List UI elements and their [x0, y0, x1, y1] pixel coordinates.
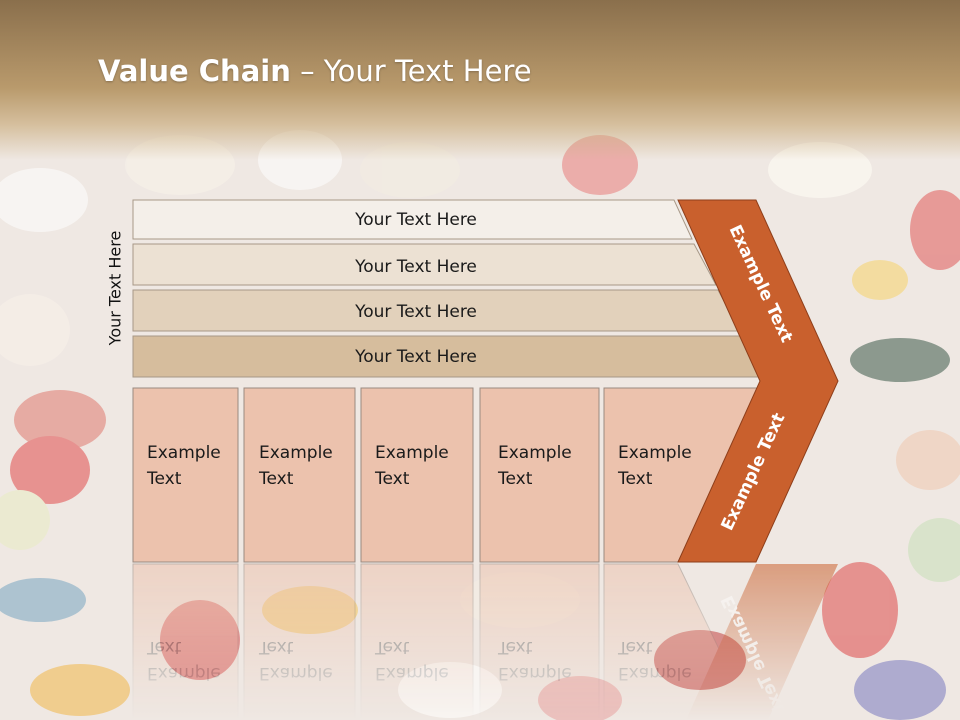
bar-1: Your Text Here [132, 199, 693, 240]
activity-box-4-line1: Example [498, 443, 572, 463]
reflection: Example Text Example Text Example Text E… [132, 563, 838, 720]
activity-box-1-line1: Example [147, 443, 221, 463]
reflection-box-3-line1: Example [375, 663, 449, 683]
bar-3-label: Your Text Here [354, 302, 477, 322]
title-bold: Value Chain [98, 54, 291, 88]
activity-box-2: Example Text [243, 387, 356, 563]
bar-4: Your Text Here [132, 335, 765, 378]
activity-box-3-line2: Text [374, 469, 410, 489]
activity-box-3: Example Text [360, 387, 474, 563]
activity-box-5-line2: Text [617, 469, 653, 489]
reflection-box-5-line2: Text [617, 637, 653, 657]
activity-box-1-line2: Text [146, 469, 182, 489]
reflection-box-4-line1: Example [498, 663, 572, 683]
activity-box-2-line1: Example [259, 443, 333, 463]
reflection-box-4-line2: Text [497, 637, 533, 657]
activity-box-3-line1: Example [375, 443, 449, 463]
bar-3: Your Text Here [132, 289, 741, 332]
bar-4-label: Your Text Here [354, 347, 477, 367]
margin-chevron: Example Text Example Text [677, 199, 839, 563]
reflection-box-1-line2: Text [146, 637, 182, 657]
activity-box-4: Example Text [479, 387, 600, 563]
reflection-box-5-line1: Example [618, 663, 692, 683]
reflection-box-2-line1: Example [259, 663, 333, 683]
title-rest: – Your Text Here [290, 54, 532, 88]
reflection-box-3-line2: Text [374, 637, 410, 657]
activity-box-5-line1: Example [618, 443, 692, 463]
slide-title: Value Chain – Your Text Here [98, 54, 532, 88]
reflection-box-1-line1: Example [147, 663, 221, 683]
activity-box-2-line2: Text [258, 469, 294, 489]
bar-2-label: Your Text Here [354, 257, 477, 277]
title-bar [0, 0, 960, 160]
bar-1-label: Your Text Here [354, 210, 477, 230]
reflection-box-2-line2: Text [258, 637, 294, 657]
activity-box-1: Example Text [132, 387, 239, 563]
bar-2: Your Text Here [132, 243, 717, 286]
activity-box-4-line2: Text [497, 469, 533, 489]
